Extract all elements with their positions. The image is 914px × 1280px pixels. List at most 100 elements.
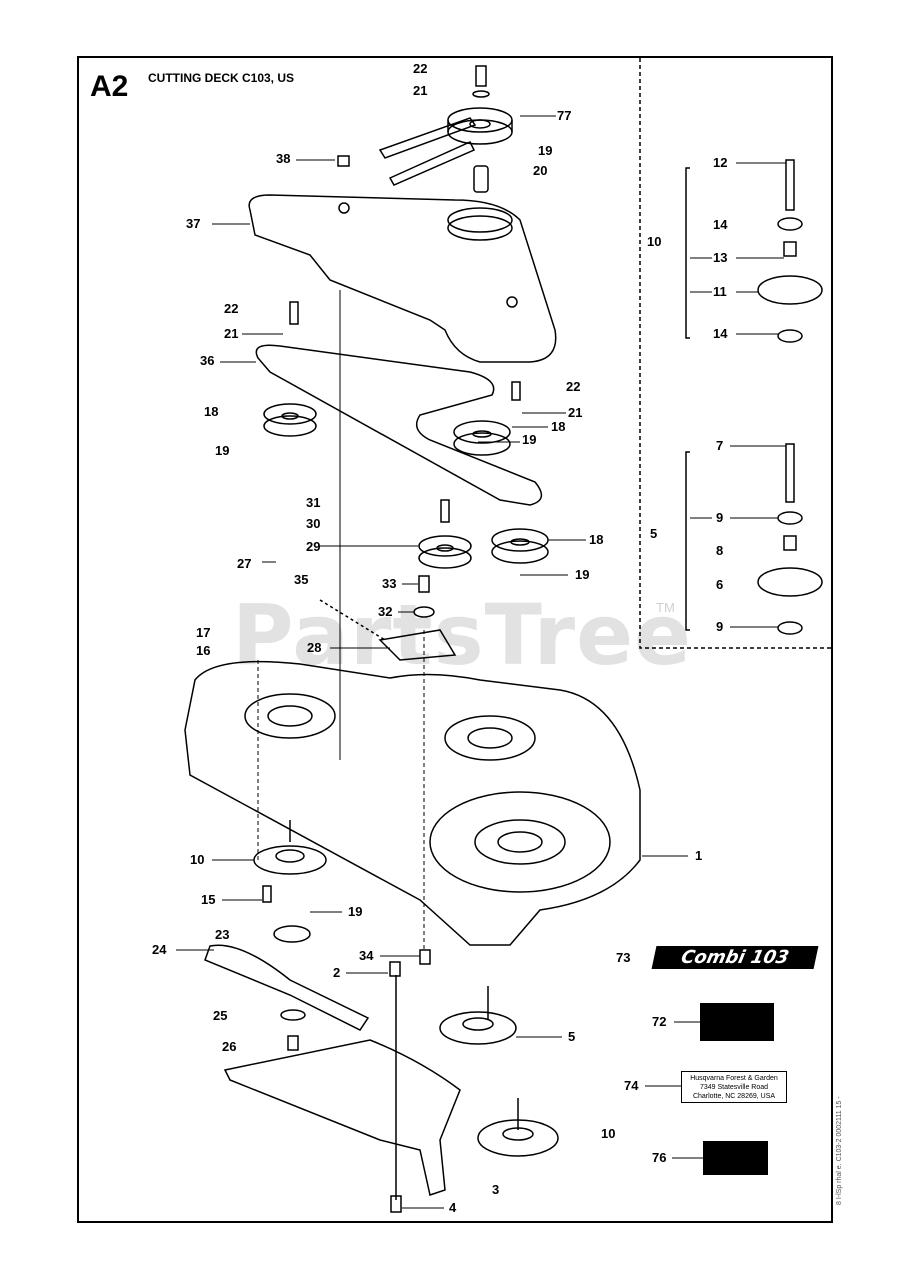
address-decal: Husqvarna Forest & Garden 7349 Statesvil… xyxy=(681,1071,787,1103)
pulley-77 xyxy=(447,107,513,145)
address-line: Husqvarna Forest & Garden xyxy=(690,1075,778,1082)
callout-20: 20 xyxy=(533,163,548,178)
inset-10-parts xyxy=(685,159,823,343)
inset-callout-11: 11 xyxy=(713,284,727,299)
spindle-3 xyxy=(477,1098,559,1157)
callout-18: 18 xyxy=(589,532,604,547)
pulley-18-right xyxy=(453,420,511,456)
callout-4: 4 xyxy=(449,1200,457,1215)
upper-belt xyxy=(378,117,477,186)
side-code: 8 I-lSp rhal e. C103-2 0002111 15 - xyxy=(836,1096,843,1205)
nut-2 xyxy=(389,961,401,977)
watermark-tm: TM xyxy=(656,600,675,615)
bolt-22-mid xyxy=(289,301,299,325)
belt-cover-37 xyxy=(248,194,557,363)
decal-72 xyxy=(700,1003,774,1041)
bolt-15 xyxy=(262,885,272,903)
callout-21: 21 xyxy=(413,83,428,98)
address-line: 7349 Statesville Road xyxy=(699,1084,769,1091)
bolt-4 xyxy=(390,1195,402,1213)
callout-28: 28 xyxy=(307,640,322,655)
callout-38: 38 xyxy=(276,151,291,166)
inset-group-5: 5 xyxy=(650,526,658,541)
callout-18: 18 xyxy=(204,404,219,419)
cutting-deck-1 xyxy=(184,660,641,946)
bolt-22-right xyxy=(511,381,521,401)
callout-26: 26 xyxy=(222,1039,237,1054)
inset-callout-13: 13 xyxy=(713,250,728,265)
callout-10: 10 xyxy=(190,852,205,867)
callout-30: 30 xyxy=(306,516,321,531)
callout-72: 72 xyxy=(652,1014,667,1029)
callout-21: 21 xyxy=(224,326,239,341)
inset-callout-6: 6 xyxy=(716,577,724,592)
callout-25: 25 xyxy=(213,1008,228,1023)
callout-19: 19 xyxy=(575,567,590,582)
spindle-5 xyxy=(439,986,517,1045)
bolt-33 xyxy=(418,575,430,593)
pulley-29 xyxy=(418,535,472,569)
callout-15: 15 xyxy=(201,892,216,907)
inset-callout-12: 12 xyxy=(713,155,728,170)
callout-76: 76 xyxy=(652,1150,667,1165)
callout-22: 22 xyxy=(413,61,428,76)
callout-19: 19 xyxy=(522,432,537,447)
inset-callout-9: 9 xyxy=(716,619,724,634)
inset-callout-14: 14 xyxy=(713,326,728,341)
decal-76 xyxy=(703,1141,768,1175)
spacer-32 xyxy=(413,606,435,618)
callout-29: 29 xyxy=(306,539,321,554)
callout-21: 21 xyxy=(568,405,583,420)
nut-34 xyxy=(419,949,431,965)
callout-74: 74 xyxy=(624,1078,639,1093)
callout-33: 33 xyxy=(382,576,397,591)
callout-5: 5 xyxy=(568,1029,576,1044)
belt-36 xyxy=(255,344,543,506)
idler-arm-28 xyxy=(378,629,457,661)
callout-19: 19 xyxy=(348,904,363,919)
leader-lines xyxy=(176,115,786,1209)
inset-callout-7: 7 xyxy=(716,438,724,453)
callout-23: 23 xyxy=(215,927,230,942)
callout-10: 10 xyxy=(601,1126,616,1141)
page-code: A2 xyxy=(90,70,129,103)
bearing xyxy=(273,925,311,943)
inset-5-parts xyxy=(685,443,823,635)
callout-22: 22 xyxy=(566,379,581,394)
callout-16: 16 xyxy=(196,643,211,658)
callout-17: 17 xyxy=(196,625,211,640)
inset-divider xyxy=(639,58,833,649)
inset-callout-14: 14 xyxy=(713,217,728,232)
bolt-26 xyxy=(287,1035,299,1051)
callout-18: 18 xyxy=(551,419,566,434)
callout-24: 24 xyxy=(152,942,167,957)
callout-22: 22 xyxy=(224,301,239,316)
callout-19: 19 xyxy=(215,443,230,458)
bolt-31 xyxy=(440,499,450,523)
address-line: Charlotte, NC 28269, USA xyxy=(692,1093,776,1100)
bolt-22-top xyxy=(475,65,487,87)
inset-group-10: 10 xyxy=(647,234,662,249)
callout-35: 35 xyxy=(294,572,309,587)
pulley-18-left xyxy=(263,403,317,437)
bolt-38 xyxy=(337,155,350,167)
callout-27: 27 xyxy=(237,556,252,571)
callout-31: 31 xyxy=(306,495,321,510)
combi-decal: Combi 103 xyxy=(651,946,819,969)
washer-21-top xyxy=(472,90,490,98)
baffle xyxy=(223,1039,461,1196)
callout-2: 2 xyxy=(333,965,341,980)
inset-callout-8: 8 xyxy=(716,543,724,558)
blade-24 xyxy=(204,944,370,1031)
callout-77: 77 xyxy=(557,108,572,123)
callout-32: 32 xyxy=(378,604,393,619)
inset-callout-9: 9 xyxy=(716,510,724,525)
callout-3: 3 xyxy=(492,1182,500,1197)
spindle-10-left xyxy=(253,820,327,875)
watermark: PartsTree xyxy=(232,586,693,684)
callout-34: 34 xyxy=(359,948,374,963)
bushing xyxy=(473,165,489,193)
callout-36: 36 xyxy=(200,353,215,368)
